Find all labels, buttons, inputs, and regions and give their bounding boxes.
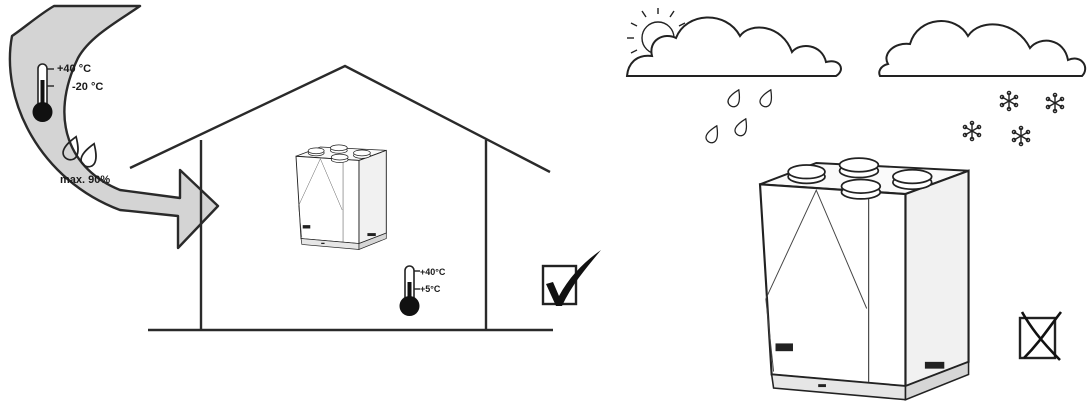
checkbox-crossed-icon [1018, 311, 1063, 361]
outdoor-temp-min: -20 °C [72, 81, 103, 93]
outdoor-climate-arrow [8, 4, 220, 250]
thermometer-icon [32, 63, 54, 122]
thermometer-icon [399, 265, 420, 316]
snowflake-icon [962, 90, 1065, 147]
indoor-temp-max: +40°C [420, 267, 446, 277]
house-icon [129, 64, 553, 332]
ventilation-unit-icon [295, 144, 387, 250]
raindrop-icon [703, 86, 777, 146]
ventilation-unit-icon [758, 157, 970, 401]
cloud-icon [625, 16, 842, 77]
indoor-temp-min: +5°C [420, 284, 441, 294]
outdoor-temp-max: +40 °C [57, 63, 91, 75]
outdoor-humidity: max. 90% [60, 174, 110, 186]
arrow-icon [8, 4, 220, 250]
checkbox-checked-icon [541, 250, 601, 306]
cloud-icon [878, 20, 1087, 77]
